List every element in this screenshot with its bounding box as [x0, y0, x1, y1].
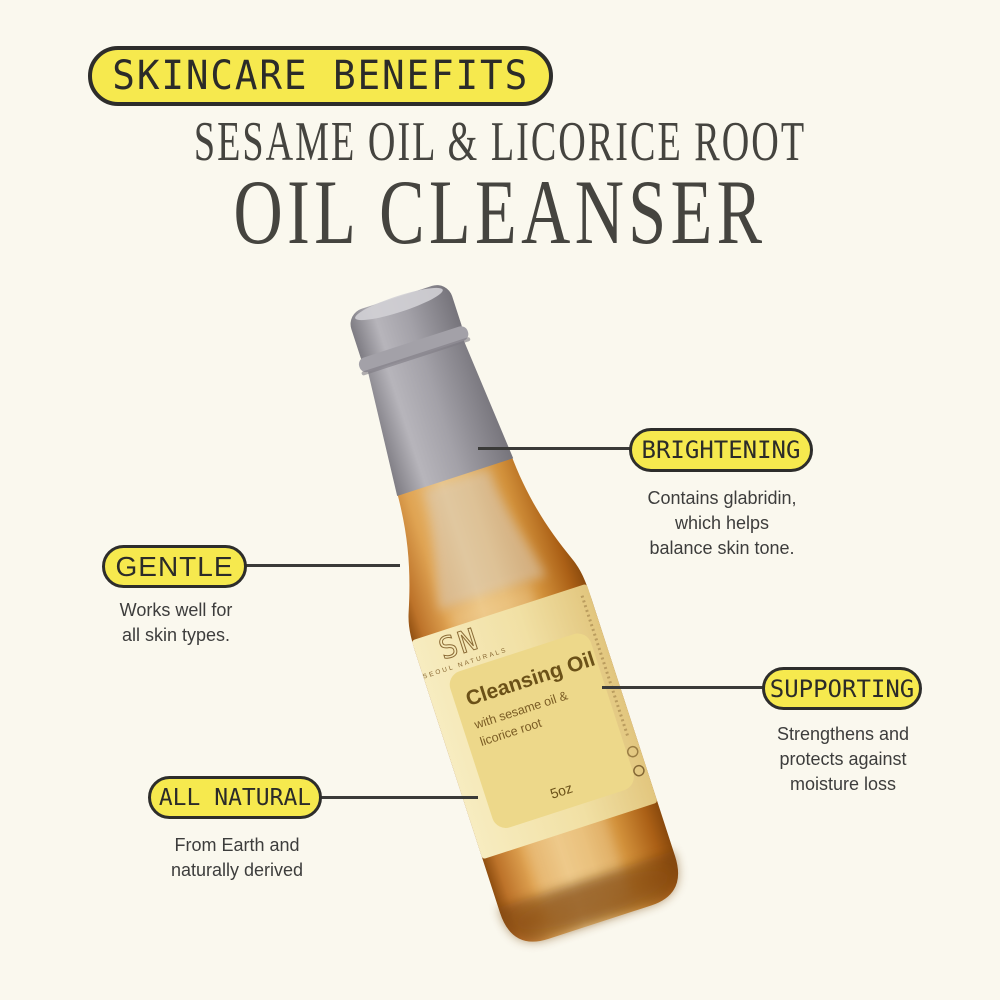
supporting-connector-line [602, 686, 763, 689]
skincare-benefits-badge: SKINCARE BENEFITS [88, 46, 553, 106]
skincare-benefits-badge-label: SKINCARE BENEFITS [112, 53, 529, 99]
bottle-neck-sleeve [366, 336, 514, 496]
bottle-cap-flange-shadow [361, 337, 471, 376]
product-title-subline: SESAME OIL & LICORICE ROOT [193, 111, 807, 173]
label-side-fine-print [580, 595, 630, 739]
supporting-description: Strengthens and protects against moistur… [776, 724, 910, 794]
supporting-badge: SUPPORTING [762, 667, 922, 710]
brightening-connector-line [478, 447, 630, 450]
product-title-main: OIL CLEANSER [233, 161, 767, 263]
label-seal-icon [626, 745, 639, 758]
bottle-cap-top [355, 287, 443, 321]
label-seal-icon [633, 764, 645, 777]
supporting-badge-label: SUPPORTING [769, 674, 915, 703]
all-natural-connector-line [320, 796, 478, 799]
bottle-cap-flange [358, 326, 469, 373]
brightening-badge: BRIGHTENING [629, 428, 813, 472]
bottle-base-rim [516, 871, 669, 930]
brightening-badge-label: BRIGHTENING [641, 436, 801, 464]
product-size-label: 5oz [548, 780, 574, 802]
brightening-description: Contains glabridin, which helps balance … [647, 488, 797, 558]
gentle-description: Works well for all skin types. [119, 600, 233, 645]
all-natural-description: From Earth and naturally derived [170, 835, 304, 880]
glass-highlight [423, 468, 547, 611]
bottle-label-panel [449, 633, 634, 828]
gentle-badge: GENTLE [102, 545, 247, 588]
gentle-badge-label: GENTLE [115, 550, 234, 582]
all-natural-badge-label: ALL NATURAL [158, 784, 312, 811]
all-natural-badge: ALL NATURAL [148, 776, 322, 819]
gentle-connector-line [244, 564, 400, 567]
